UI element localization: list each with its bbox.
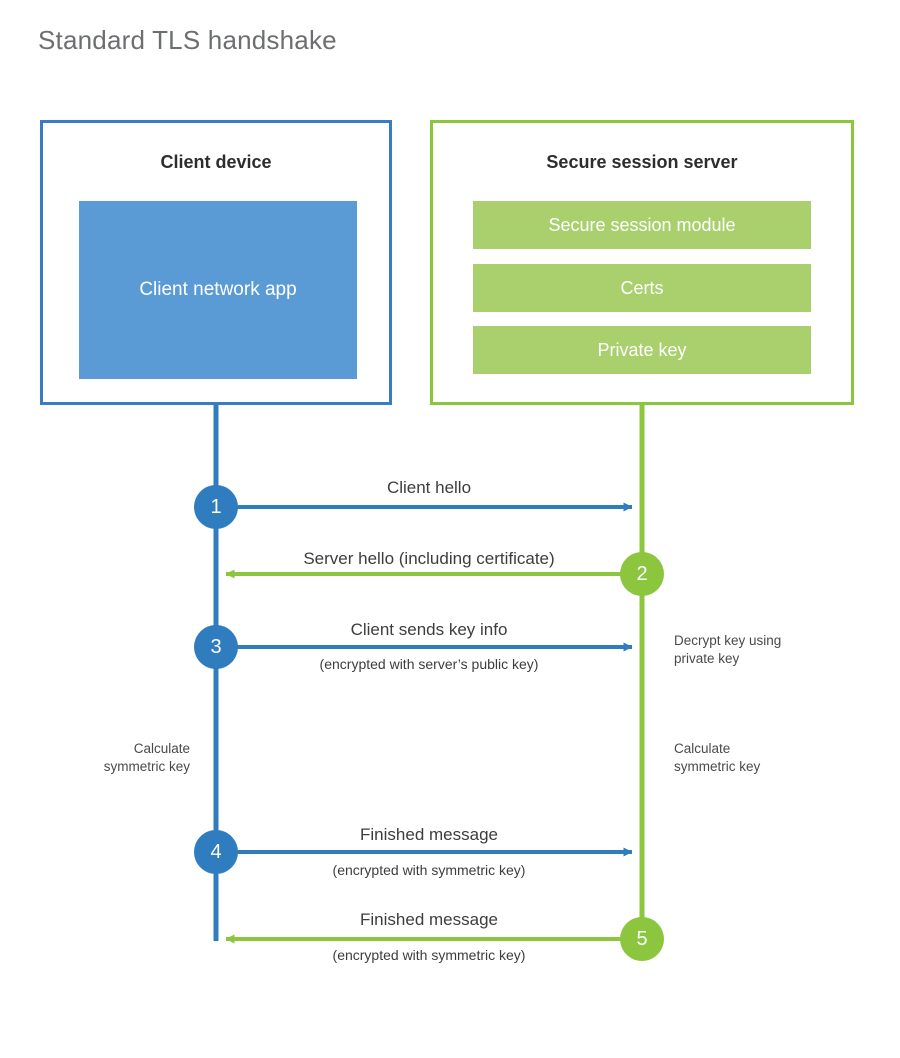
step-marker-1: 1 [194, 485, 238, 529]
step-3-sublabel: (encrypted with server’s public key) [319, 656, 539, 672]
step-4-sublabel: (encrypted with symmetric key) [332, 862, 526, 878]
server-bar-secure-session-module: Secure session module [473, 201, 811, 249]
server-bar-private-key: Private key [473, 326, 811, 374]
step-2-label: Server hello (including certificate) [303, 549, 555, 568]
client-device-title: Client device [160, 152, 272, 172]
client-network-app-box: Client network app [79, 201, 357, 379]
annotation-server-calculate-symmetric-key: Calculate symmetric key [674, 741, 761, 774]
step-5-sublabel: (encrypted with symmetric key) [332, 947, 526, 963]
step-4-label: Finished message [360, 825, 498, 844]
client-device-panel: Client device Client network app [40, 120, 392, 405]
page-title: Standard TLS handshake [38, 25, 337, 55]
step-marker-5: 5 [620, 917, 664, 961]
step-1-label: Client hello [386, 478, 472, 497]
step-marker-2: 2 [620, 552, 664, 596]
step-3-label: Client sends key info [350, 620, 508, 639]
secure-session-server-panel: Secure session server Secure session mod… [430, 120, 854, 405]
step-marker-4: 4 [194, 830, 238, 874]
step-marker-3: 3 [194, 625, 238, 669]
annotation-client-calculate-symmetric-key: Calculate symmetric key [103, 741, 190, 774]
server-bar-certs: Certs [473, 264, 811, 312]
step-5-label: Finished message [360, 910, 498, 929]
secure-session-server-title: Secure session server [546, 152, 738, 172]
annotation-server-decrypt-key: Decrypt key using private key [674, 633, 782, 666]
